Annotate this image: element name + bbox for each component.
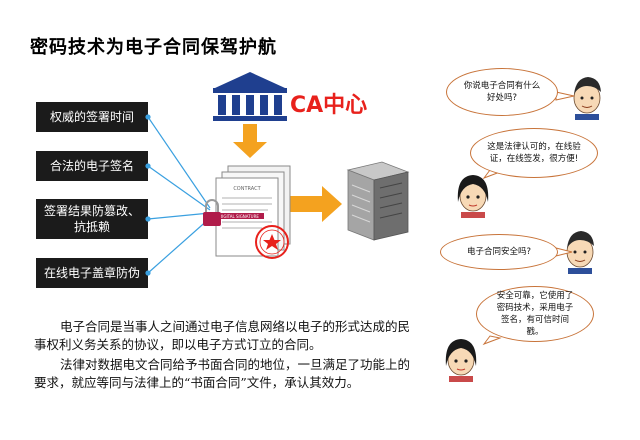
right-arrow-icon	[290, 186, 342, 222]
feature-label: 在线电子盖章防伪	[43, 266, 140, 280]
speech-bubble: 你说电子合同有什么好处吗?	[446, 68, 558, 116]
feature-label: 合法的电子签名	[49, 159, 134, 173]
woman-avatar-icon	[445, 339, 477, 382]
contract-documents-icon: CONTRACT DIGITAL SIGNATURE	[214, 165, 291, 257]
server-icon	[346, 161, 410, 241]
signature-label: DIGITAL SIGNATURE	[219, 214, 259, 219]
speech-bubble: 安全可靠，它使用了密码技术，采用电子签名，有可信时间戳。	[476, 286, 594, 342]
paragraph: 电子合同是当事人之间通过电子信息网络以电子的形式达成的民事权利义务关系的协议，即…	[34, 319, 411, 352]
bubble-text: 电子合同安全吗?	[466, 247, 531, 257]
padlock-icon	[203, 199, 221, 226]
feature-e-signature: 合法的电子签名	[36, 151, 148, 181]
feature-label: 签署结果防篡改、抗抵赖	[44, 204, 141, 234]
speech-bubble: 这是法律认可的，在线验证，在线签发，很方便!	[470, 128, 598, 178]
bubble-text: 这是法律认可的，在线验证，在线签发，很方便!	[487, 142, 581, 164]
feature-label: 权威的签署时间	[49, 110, 134, 124]
woman-avatar-icon	[457, 175, 489, 218]
page-title: 密码技术为电子合同保驾护航	[30, 37, 277, 58]
contract-label: CONTRACT	[233, 186, 261, 192]
bubble-text: 你说电子合同有什么好处吗?	[463, 81, 541, 103]
bubble-text: 安全可靠，它使用了密码技术，采用电子签名，有可信时间戳。	[496, 291, 574, 337]
man-avatar-icon	[573, 77, 601, 120]
down-arrow-icon	[233, 124, 267, 158]
seal-stamp-icon	[255, 225, 289, 259]
feature-signing-time: 权威的签署时间	[36, 102, 148, 132]
paragraph: 法律对数据电文合同给予书面合同的地位，一旦满足了功能上的要求，就应等同与法律上的…	[34, 357, 411, 390]
speech-bubble: 电子合同安全吗?	[440, 234, 558, 270]
connector-lines	[145, 114, 211, 276]
bank-icon	[213, 72, 287, 121]
feature-seal-anticounterfeit: 在线电子盖章防伪	[36, 258, 148, 288]
feature-tamper-proof: 签署结果防篡改、抗抵赖	[36, 199, 148, 239]
ca-center-label: CA中心	[290, 93, 368, 118]
